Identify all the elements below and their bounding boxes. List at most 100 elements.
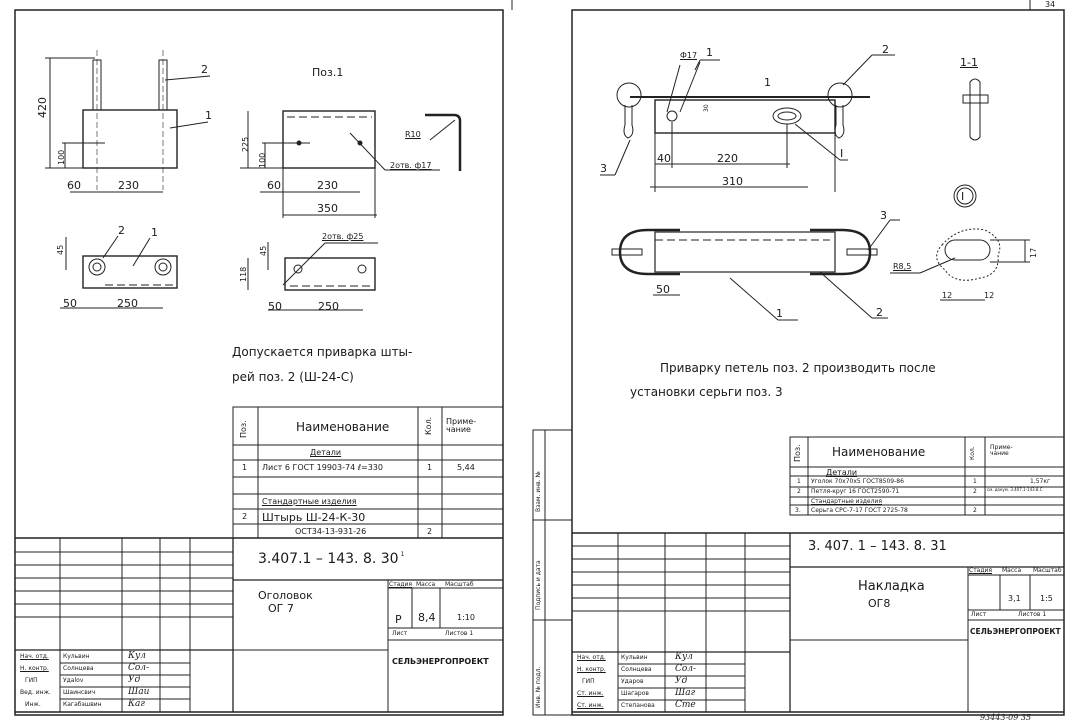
staff-role: Инж.: [25, 701, 41, 708]
signature: Кул: [128, 651, 146, 661]
spec-section: Стандартные изделия: [262, 497, 357, 506]
mass-label: Масса: [1002, 567, 1022, 574]
leader-label: I: [840, 147, 844, 160]
spec-name: Лист 6 ГОСТ 19903-74 ℓ=330: [262, 463, 383, 472]
dim-label: 350: [317, 202, 338, 215]
sheet-label: Лист: [971, 611, 987, 618]
spec-name: Уголок 70x70x5 ГОСТ8509-86: [811, 478, 904, 485]
dim-label: 40: [657, 152, 671, 165]
spec-qty: 2: [973, 507, 977, 514]
signature: Каг: [128, 699, 145, 709]
spec-pos: 1: [242, 463, 248, 472]
staff-name: Шагаров: [621, 690, 649, 697]
staff-name: Кульвин: [621, 654, 648, 661]
detail-mark: I: [961, 190, 965, 203]
dim-label: 250: [117, 297, 138, 310]
staff-name: Кагабэшвин: [63, 701, 102, 708]
dim-label: R8,5: [893, 262, 912, 271]
dim-label: 45: [259, 245, 268, 256]
sheet-label: Лист: [392, 630, 408, 637]
staff-role: ГИП: [25, 677, 38, 684]
staff-name: Ударов: [621, 678, 644, 685]
mass-label: Масса: [416, 581, 436, 588]
leader-label: 3: [880, 209, 887, 222]
dim-label: 230: [317, 179, 338, 192]
holes-label: 2отв. ф17: [390, 161, 432, 170]
section-mark: 1: [764, 76, 771, 89]
drawing-title: Накладка: [858, 579, 925, 594]
leader-label: 1: [205, 109, 212, 122]
leader-label: 1: [706, 46, 713, 59]
view-title: Поз.1: [312, 66, 344, 79]
stage-value: Р: [395, 613, 402, 626]
signature: Уд: [675, 676, 688, 686]
doc-number: 3. 407. 1 – 143. 8. 31: [808, 539, 947, 554]
staff-role: Нач. отд.: [20, 653, 49, 660]
drawing-subtitle: ОГ 7: [268, 602, 294, 615]
dim-label: 310: [722, 175, 743, 188]
dim-label: 50: [268, 300, 282, 313]
spec-pos: 1: [797, 478, 801, 485]
staff-role: Н. контр.: [577, 666, 606, 673]
signature: Шаи: [128, 687, 150, 697]
staff-name: Солнцева: [621, 666, 652, 673]
staff-name: Степанова: [621, 702, 655, 709]
dim-label: 225: [241, 136, 250, 152]
drawing-subtitle: ОГ8: [868, 597, 891, 610]
dim-label: 60: [267, 179, 281, 192]
leader-label: 2: [201, 63, 208, 76]
leader-label: 1: [151, 226, 158, 239]
dim-label: 30: [703, 104, 710, 112]
dim-label: 250: [318, 300, 339, 313]
page-number: 34: [1045, 0, 1056, 9]
dim-label: 100: [57, 149, 66, 165]
doc-number: 3.407.1 – 143. 8. 30: [258, 551, 399, 567]
dim-label: 12: [984, 291, 995, 300]
dim-label: 50: [63, 297, 77, 310]
signature: Сол-: [675, 664, 697, 674]
side-stamp-label: Инв. № подл.: [535, 666, 542, 708]
section-title: 1-1: [960, 56, 978, 69]
dim-label: 17: [1029, 247, 1038, 258]
spec-qty: 1: [973, 478, 977, 485]
holes-label: 2отв. ф25: [322, 232, 364, 241]
scale-value: 1:5: [1040, 594, 1053, 603]
spec-header-note: Приме- чание: [990, 444, 1013, 457]
signature: Кул: [675, 652, 693, 662]
spec-header-name: Наименование: [296, 420, 390, 434]
spec-pos: 2: [797, 488, 801, 495]
dim-label: 230: [118, 179, 139, 192]
dim-label: 118: [239, 266, 248, 282]
spec-qty: 1: [427, 463, 433, 472]
spec-header-qty: Кол.: [424, 416, 433, 435]
spec-name: Штырь Ш-24-К-30: [262, 511, 366, 524]
spec-pos: 2: [242, 512, 248, 521]
spec-qty: 2: [973, 488, 977, 495]
dim-label: 12: [942, 291, 953, 300]
scale-label: Масштаб: [445, 581, 474, 588]
staff-role: ГИП: [582, 678, 595, 685]
dim-label: 50: [656, 283, 670, 296]
mass-value: 3,1: [1008, 594, 1021, 603]
dim-label: 45: [56, 244, 65, 255]
leader-label: 2: [882, 43, 889, 56]
leader-label: 3: [600, 162, 607, 175]
spec-header-qty: Кол.: [969, 446, 976, 460]
signature: Шаг: [675, 688, 696, 698]
scale-label: Масштаб: [1033, 567, 1062, 574]
note-line: Приварку петель поз. 2 производить после: [660, 361, 936, 375]
spec-section: Детали: [310, 448, 342, 457]
staff-role: Ст. инж.: [577, 702, 604, 709]
leader-label: 1: [776, 307, 783, 320]
spec-name: Петля-круг 16 ГОСТ2590-71: [811, 488, 900, 495]
diameter-label: Ф17: [680, 51, 698, 60]
spec-header-name: Наименование: [832, 445, 926, 459]
dim-label: 60: [67, 179, 81, 192]
side-stamp-label: Подпись и дата: [535, 560, 542, 610]
staff-role: Вед. инж.: [20, 689, 51, 696]
dim-label: 220: [717, 152, 738, 165]
staff-name: Кульвин: [63, 653, 90, 660]
spec-name: Серьга СРС-7-17 ГОСТ 2725-78: [811, 507, 908, 514]
dim-label: 420: [36, 97, 49, 118]
